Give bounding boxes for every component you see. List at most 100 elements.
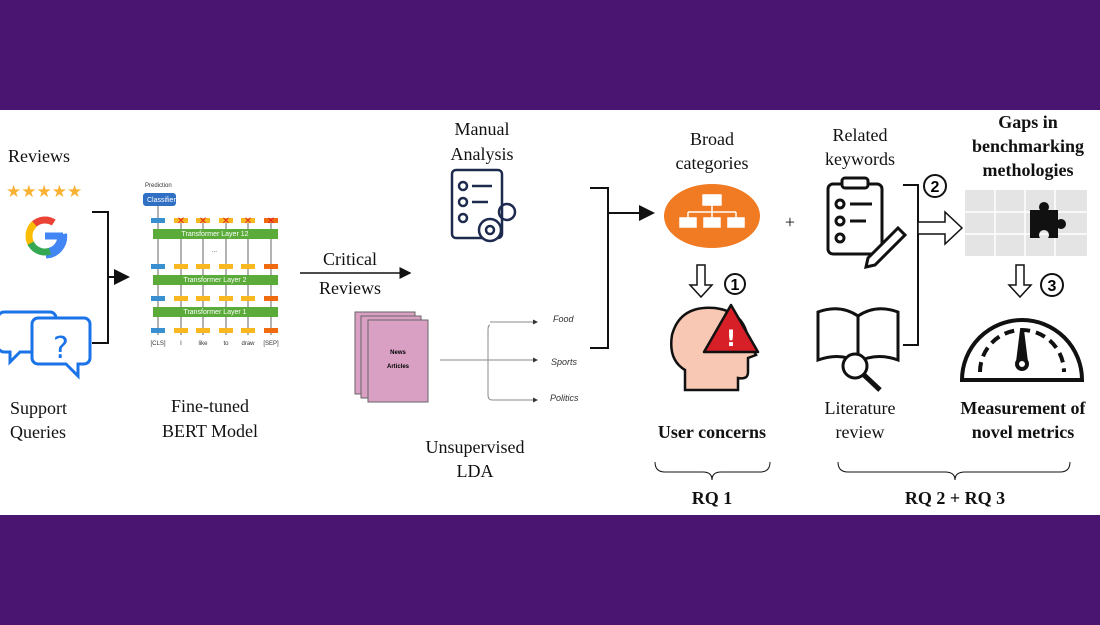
star-rating-icon: ★★★★★ [6, 182, 82, 202]
book-magnifier-icon [816, 307, 900, 392]
masked-x-icon: ✕ [222, 216, 230, 227]
broad-label-1: Broad [690, 129, 734, 149]
token-embedding [174, 328, 188, 333]
rq23-label: RQ 2 + RQ 3 [905, 488, 1005, 508]
layer-1-label: Transformer Layer 1 [183, 309, 246, 316]
gaps-label-1: Gaps in [998, 112, 1058, 132]
ellipsis: ... [212, 248, 217, 254]
step-3-badge [1040, 273, 1064, 297]
lda-label-1: Unsupervised [426, 437, 525, 457]
bert-model-figure: Prediction Classifier Transformer Layer … [143, 183, 279, 347]
lda-tree [440, 324, 493, 401]
token-embedding [264, 296, 278, 301]
token-embedding [264, 328, 278, 333]
manual-label-1: Manual [455, 119, 510, 139]
prediction-label: Prediction [145, 183, 172, 189]
token-embedding [219, 328, 233, 333]
literature-label-2: review [836, 422, 885, 442]
support-label-2: Queries [10, 422, 66, 442]
rq1-label: RQ 1 [692, 488, 733, 508]
layer-2-label: Transformer Layer 2 [183, 277, 246, 284]
keywords-label-2: keywords [825, 149, 895, 169]
articles-label: Articles [387, 364, 410, 370]
topic-sports: Sports [551, 357, 578, 367]
bert-label-2: BERT Model [162, 421, 258, 441]
token-embedding [174, 218, 188, 223]
topic-politics: Politics [550, 393, 579, 403]
token-label: [SEP] [263, 341, 279, 347]
masked-x-icon: ✕ [244, 216, 252, 227]
token-embedding [151, 328, 165, 333]
down-arrow-3 [1007, 264, 1033, 299]
token-embedding [264, 264, 278, 269]
token-embedding [196, 296, 210, 301]
metrics-label-2: novel metrics [972, 422, 1074, 442]
token-embedding [241, 264, 255, 269]
masked-x-icon: ✕ [177, 216, 185, 227]
step-3-number: 3 [1048, 278, 1057, 295]
token-embedding [151, 296, 165, 301]
user-concerns-label: User concerns [658, 422, 766, 442]
svg-text:!: ! [726, 327, 736, 352]
gaps-label-3: methologies [983, 160, 1074, 180]
literature-label-1: Literature [825, 398, 896, 418]
classifier-label: Classifier [147, 197, 176, 204]
puzzle-gap-icon [965, 190, 1087, 256]
gauge-icon [959, 318, 1085, 382]
step-1-badge [724, 273, 746, 295]
step-1-number: 1 [731, 277, 740, 294]
support-label-1: Support [10, 398, 67, 418]
token-embedding [196, 264, 210, 269]
chat-question-icon: ? [0, 310, 92, 380]
critical-label-2: Reviews [319, 278, 381, 298]
masked-x-icon: ✕ [267, 216, 275, 227]
clipboard-pencil-icon [826, 176, 908, 269]
layer-12-label: Transformer Layer 12 [181, 231, 248, 238]
masked-x-icon: ✕ [199, 216, 207, 227]
token-embedding [151, 264, 165, 269]
token-label: I [180, 341, 182, 347]
token-embedding [219, 296, 233, 301]
rq2-bracket [903, 184, 919, 346]
rq23-brace [837, 461, 1071, 481]
token-label: [CLS] [150, 341, 165, 347]
google-logo-icon [23, 214, 68, 259]
keywords-label-1: Related [833, 125, 888, 145]
plus-sign: + [785, 212, 795, 232]
token-embedding [241, 296, 255, 301]
token-label: draw [241, 341, 255, 347]
token-embedding [264, 218, 278, 223]
manual-label-2: Analysis [451, 144, 514, 164]
critical-label-1: Critical [323, 249, 377, 269]
rq1-brace [654, 461, 771, 481]
topic-food: Food [553, 314, 575, 324]
input-bracket-arrow [92, 211, 128, 344]
down-arrow-1 [688, 264, 714, 299]
metrics-label-1: Measurement of [960, 398, 1086, 418]
bert-label-1: Fine-tuned [171, 396, 249, 416]
step-2-number: 2 [931, 179, 940, 196]
head-warning-icon: ! [670, 303, 760, 392]
right-arrow-2 [917, 210, 964, 246]
lda-label-2: LDA [457, 461, 494, 481]
step-2-badge [923, 174, 947, 198]
news-articles-stack [354, 311, 429, 403]
gaps-label-2: benchmarking [972, 136, 1084, 156]
token-embedding [196, 218, 210, 223]
reviews-label: Reviews [8, 146, 70, 166]
token-embedding [174, 264, 188, 269]
checklist-gear-icon [450, 168, 517, 243]
broad-label-2: categories [676, 153, 749, 173]
token-embedding [196, 328, 210, 333]
merge-bracket-arrow [590, 187, 653, 349]
news-label: News [390, 350, 406, 356]
svg-text:★★★★★: ★★★★★ [6, 182, 82, 202]
token-embedding [241, 328, 255, 333]
token-embedding [241, 218, 255, 223]
token-embedding [174, 296, 188, 301]
svg-text:?: ? [53, 331, 69, 366]
token-label: to [223, 341, 229, 347]
token-embedding [219, 264, 233, 269]
token-embedding [151, 218, 165, 223]
